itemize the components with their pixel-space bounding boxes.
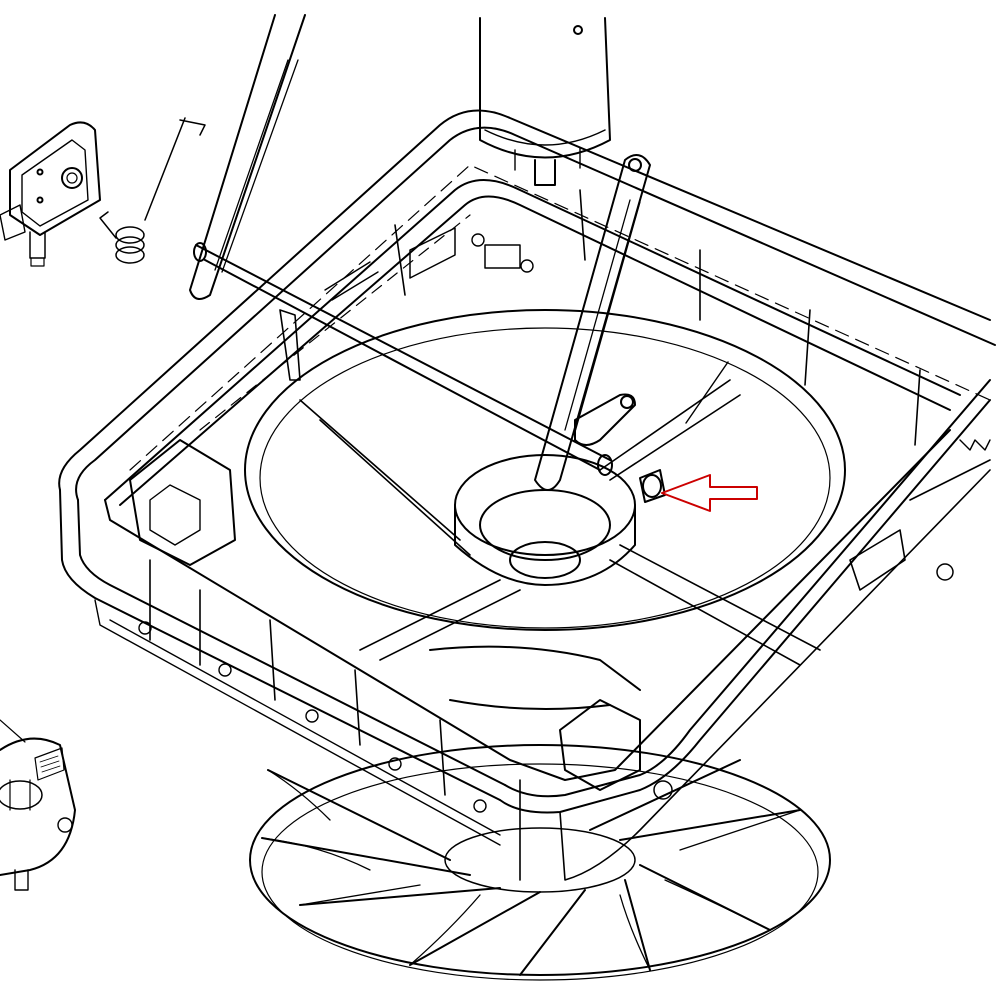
drive-motor xyxy=(479,17,611,186)
roof-vent-frame xyxy=(58,109,996,881)
lift-arm xyxy=(189,14,651,491)
cross-rod xyxy=(193,242,613,476)
fan-blade xyxy=(249,645,831,981)
hollow-arrow-left-icon xyxy=(661,474,758,512)
torsion-spring xyxy=(99,117,206,264)
gear-bracket xyxy=(0,121,101,267)
gear-motor xyxy=(0,719,76,891)
